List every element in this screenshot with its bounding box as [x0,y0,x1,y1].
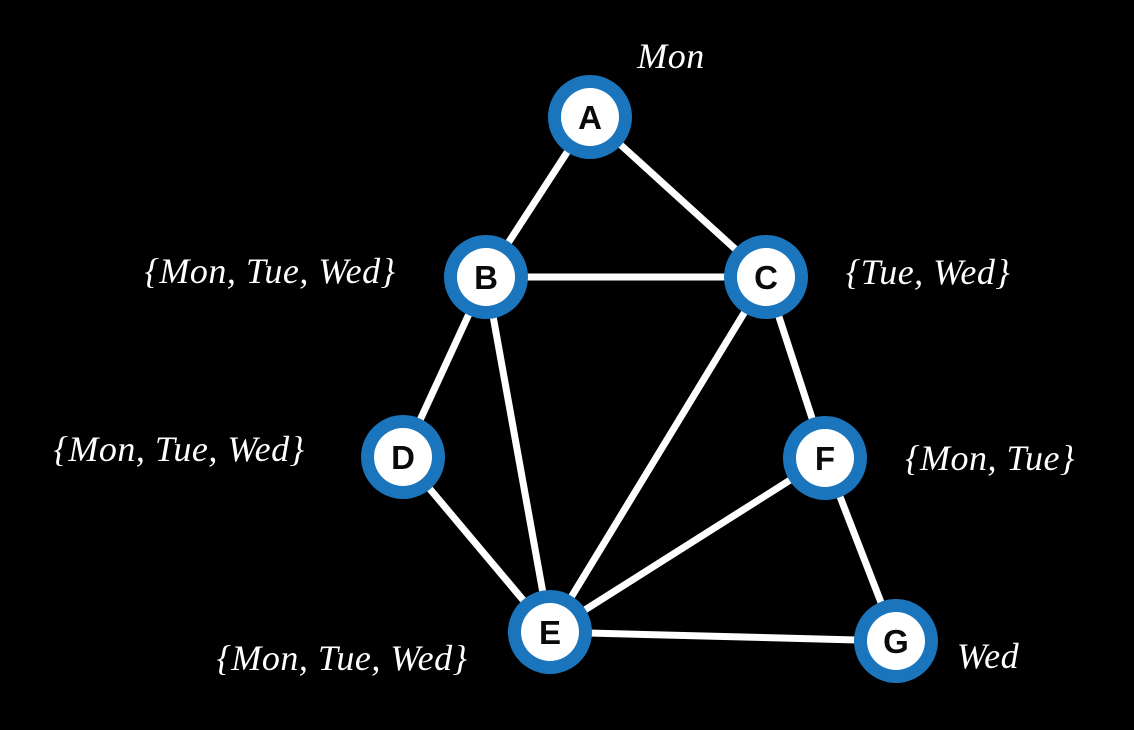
node-b: B [444,235,528,319]
edge-e-f [546,454,829,636]
domain-label-b: {Mon, Tue, Wed} [144,251,396,291]
edge-b-e [482,273,554,636]
node-letter-e: E [539,614,561,651]
node-letter-d: D [391,439,415,476]
node-fill-c [737,248,795,306]
node-letter-a: A [578,99,602,136]
node-letter-g: G [883,623,909,660]
node-fill-f [796,429,854,487]
edges-layer [399,113,900,645]
node-fill-d [374,428,432,486]
node-letter-f: F [815,440,835,477]
domain-label-c: {Tue, Wed} [845,252,1011,292]
edge-e-g [546,628,900,645]
node-fill-b [457,248,515,306]
node-fill-g [867,612,925,670]
node-c: C [724,235,808,319]
domain-label-f: {Mon, Tue} [905,438,1075,478]
node-letter-c: C [754,259,778,296]
node-a: A [548,75,632,159]
domain-label-g: Wed [956,636,1020,676]
node-fill-a [561,88,619,146]
domain-label-e: {Mon, Tue, Wed} [216,638,468,678]
node-d: D [361,415,445,499]
node-g: G [854,599,938,683]
domain-label-a: Mon [637,36,705,76]
node-f: F [783,416,867,500]
node-e: E [508,590,592,674]
node-fill-e [521,603,579,661]
domain-label-d: {Mon, Tue, Wed} [53,429,305,469]
nodes-layer: A B C D E F G [361,75,938,683]
edge-c-e [546,273,770,636]
node-letter-b: B [474,259,498,296]
